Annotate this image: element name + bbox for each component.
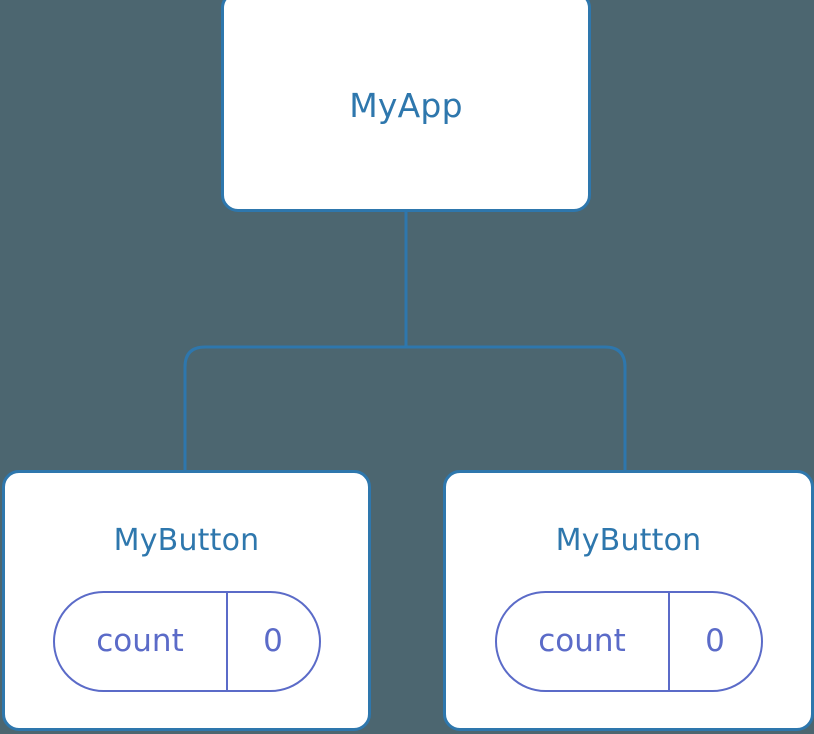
state-pill-left-value: 0 xyxy=(263,623,283,659)
state-pill-right-key: count xyxy=(538,623,626,659)
node-mybutton-right[interactable]: MyButton count 0 xyxy=(443,470,814,731)
node-mybutton-right-title: MyButton xyxy=(555,523,702,558)
node-myapp[interactable]: MyApp xyxy=(221,0,591,212)
state-pill-right[interactable]: count 0 xyxy=(494,591,763,692)
state-pill-left-key: count xyxy=(96,623,184,659)
node-mybutton-left-title: MyButton xyxy=(113,523,260,558)
node-myapp-title: MyApp xyxy=(349,86,463,125)
state-pill-left-value-cell: 0 xyxy=(228,593,319,690)
state-pill-left[interactable]: count 0 xyxy=(52,591,321,692)
state-pill-right-value-cell: 0 xyxy=(670,593,761,690)
state-pill-right-key-cell: count xyxy=(497,593,670,690)
node-mybutton-left[interactable]: MyButton count 0 xyxy=(2,470,371,731)
edge-to-child-left xyxy=(183,345,406,472)
state-pill-right-value: 0 xyxy=(705,623,725,659)
edge-to-child-right xyxy=(406,345,627,472)
state-pill-left-key-cell: count xyxy=(55,593,228,690)
